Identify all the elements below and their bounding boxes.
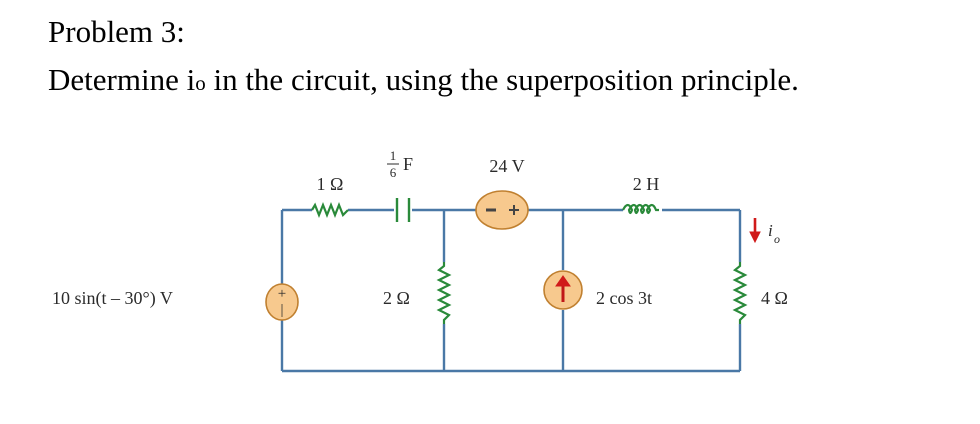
- ac-source-minus: |: [280, 302, 283, 318]
- capacitor: [395, 198, 411, 222]
- current-arrow-icon: [749, 218, 761, 244]
- current-io-label: i: [768, 221, 773, 240]
- ac-voltage-source: + |: [265, 283, 299, 321]
- current-source: [543, 270, 583, 310]
- problem-title: Problem 3:: [48, 14, 185, 49]
- ac-source-plus: +: [278, 286, 286, 302]
- statement-text-before: Determine i: [48, 62, 196, 97]
- dc-voltage-source: [475, 190, 529, 230]
- dc-source-label: 24 V: [489, 156, 524, 176]
- capacitor-fraction-num: 1: [390, 148, 397, 163]
- resistor-4-label: 4 Ω: [761, 288, 788, 308]
- resistor-4-ohm: [732, 262, 748, 324]
- capacitor-unit: F: [403, 154, 413, 174]
- statement-text-after: in the circuit, using the superposition …: [205, 62, 799, 97]
- capacitor-label: 1 6 F: [387, 148, 413, 180]
- problem-statement: Determine io in the circuit, using the s…: [48, 64, 799, 95]
- circuit-wires: [280, 208, 742, 373]
- resistor-2-label: 2 Ω: [383, 288, 410, 308]
- resistor-1-label: 1 Ω: [317, 174, 344, 194]
- resistor-1-ohm: [311, 202, 349, 218]
- ac-source-label: 10 sin(t – 30°) V: [52, 288, 173, 309]
- current-source-label: 2 cos 3t: [596, 288, 652, 308]
- inductor-label: 2 H: [633, 174, 660, 194]
- capacitor-fraction-den: 6: [390, 165, 397, 180]
- resistor-2-ohm: [436, 262, 452, 324]
- inductor: [622, 203, 659, 215]
- statement-subscript: o: [195, 71, 206, 95]
- current-io-subscript: o: [774, 232, 780, 246]
